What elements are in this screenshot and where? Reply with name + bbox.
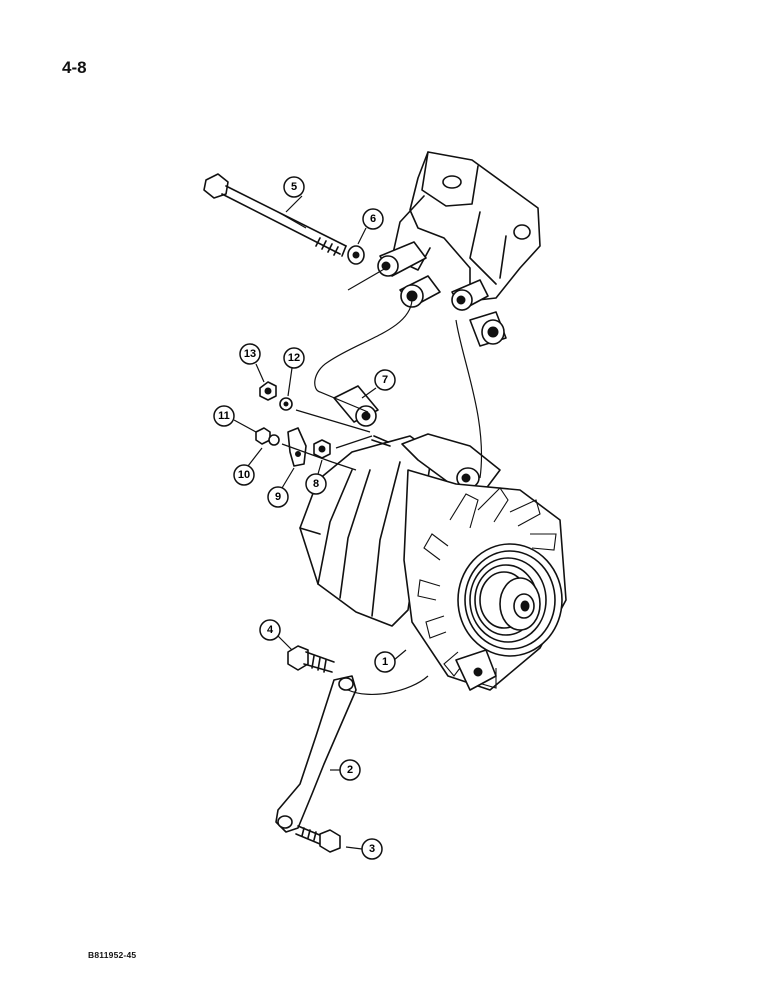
svg-text:5: 5	[291, 181, 297, 193]
svg-text:11: 11	[218, 410, 230, 422]
svg-text:9: 9	[275, 491, 281, 503]
svg-text:1: 1	[382, 656, 388, 668]
mounting-bolt	[203, 173, 347, 257]
callout-1: 1	[374, 649, 407, 673]
callout-13: 13	[239, 343, 265, 383]
callout-6: 6	[357, 208, 384, 245]
small-hardware	[255, 381, 331, 467]
alternator	[299, 433, 567, 691]
callout-9: 9	[267, 467, 295, 508]
svg-text:6: 6	[370, 213, 376, 225]
svg-text:10: 10	[238, 469, 250, 481]
callout-11: 11	[213, 405, 257, 433]
adjusting-strap	[275, 675, 357, 833]
callout-7: 7	[361, 369, 396, 399]
callout-2: 2	[330, 759, 361, 781]
strap-bolt	[295, 825, 341, 853]
callout-8: 8	[305, 459, 327, 495]
callout-12: 12	[283, 347, 305, 397]
svg-text:8: 8	[313, 478, 319, 490]
spacer	[333, 385, 379, 427]
svg-text:4: 4	[267, 624, 274, 636]
svg-text:13: 13	[244, 348, 256, 360]
callout-4: 4	[259, 619, 293, 651]
callouts: 1 2 3 4 5 6 7 8 9 10	[213, 176, 407, 860]
svg-text:12: 12	[288, 352, 300, 364]
figure-code: B811952-45	[88, 950, 137, 960]
callout-3: 3	[345, 838, 383, 860]
callout-10: 10	[233, 447, 263, 486]
callout-5: 5	[283, 176, 305, 213]
washer	[347, 245, 365, 265]
leader-lines	[277, 211, 483, 696]
page-number: 4-8	[62, 58, 87, 77]
svg-text:2: 2	[347, 764, 353, 776]
mounting-bracket	[377, 151, 541, 347]
svg-text:3: 3	[369, 843, 375, 855]
svg-text:7: 7	[382, 374, 388, 386]
strap-cap-screw	[287, 645, 335, 673]
